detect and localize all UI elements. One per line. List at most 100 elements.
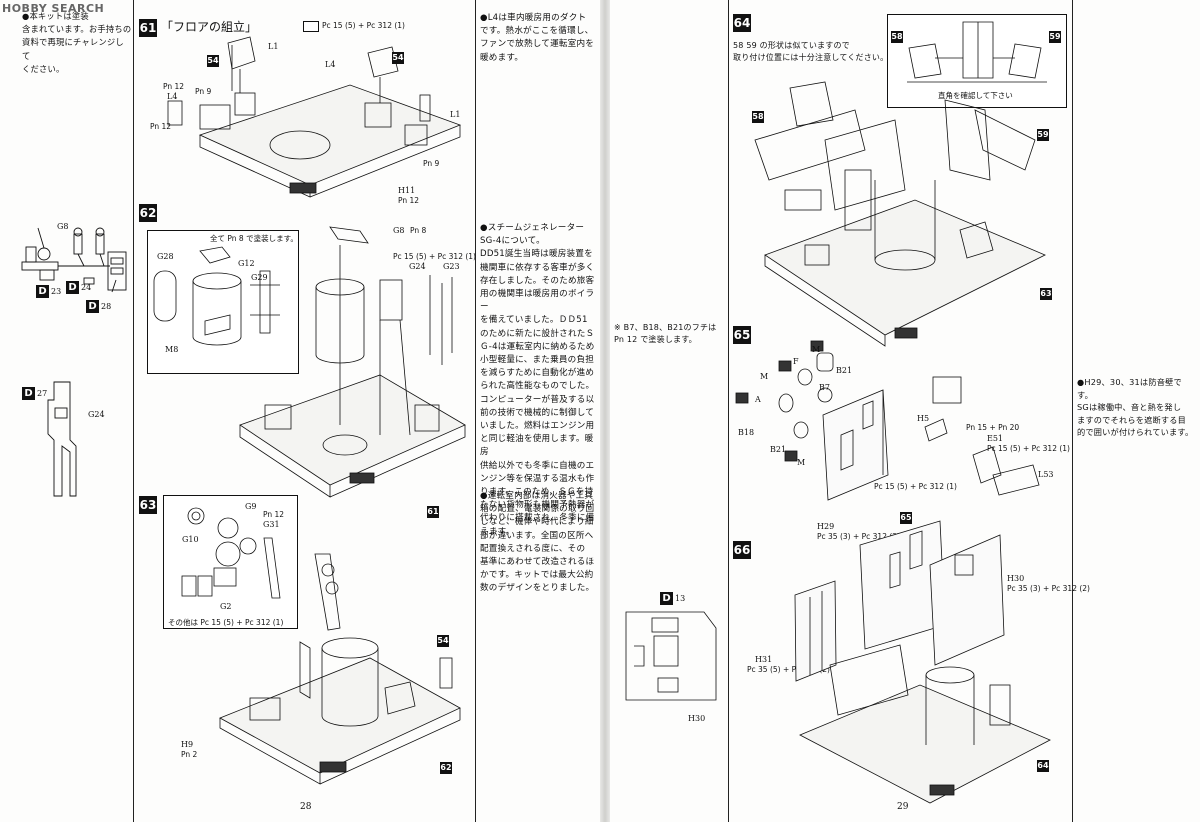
- ref-tag-64: 64: [1037, 760, 1049, 772]
- paint-label: Pc 35 (3) + Pc 312 (2): [817, 532, 900, 541]
- label-g23: G23: [443, 262, 460, 271]
- label-l4: L4: [167, 92, 178, 101]
- column-divider: [475, 0, 476, 822]
- ref-tag-54: 54: [437, 635, 449, 647]
- paint-label: Pn 9: [423, 159, 440, 168]
- alignment-detail-inset: [887, 14, 1067, 108]
- cab-console-assembly-drawing: [754, 81, 1046, 347]
- paint-label: Pn 12: [150, 122, 172, 131]
- part-label-d24: 24: [81, 283, 92, 292]
- h30-wall-drawing: [625, 611, 717, 701]
- label-h9: H9: [181, 740, 194, 749]
- label-g24: G24: [409, 262, 426, 271]
- column-divider: [728, 0, 729, 822]
- label-m8: M8: [165, 345, 179, 354]
- ref-tag-58: 58: [891, 31, 903, 43]
- label-g31: G31: [263, 520, 280, 529]
- label-l53: L53: [1038, 470, 1054, 479]
- label-l1: L1: [268, 42, 279, 51]
- page-number-28: 28: [300, 802, 312, 812]
- d-tag: D: [86, 300, 99, 313]
- part-label-g24: G24: [88, 410, 105, 419]
- label-l1: L1: [450, 110, 461, 119]
- label-g12: G12: [238, 259, 255, 268]
- label-b7: B7: [819, 383, 830, 392]
- label-g28: G28: [157, 252, 174, 261]
- column-divider: [133, 0, 134, 822]
- paint-all-note: 全て Pn 8 で塗装します。: [210, 234, 298, 243]
- label-h11: H11: [398, 186, 416, 195]
- inset-caption: 直角を確認して下さい: [938, 91, 1013, 100]
- watermark: HOBBY SEARCH: [2, 2, 105, 15]
- sg4-detail-inset: [147, 230, 299, 374]
- page-gutter: [600, 0, 610, 822]
- paint-legend-62: Pc 15 (5) + Pc 312 (1): [393, 252, 476, 261]
- step-number-62: 62: [139, 204, 157, 222]
- column-divider: [1072, 0, 1073, 822]
- sg4-floor-assembly-drawing: [239, 226, 466, 498]
- label-b18: B18: [738, 428, 755, 437]
- d-tag: D: [22, 387, 35, 400]
- other-paint-note: その他は Pc 15 (5) + Pc 312 (1): [168, 618, 284, 627]
- paint-label: Pn 9: [195, 87, 212, 96]
- floor-assembly-drawing: [167, 36, 462, 198]
- label-h29: H29: [817, 522, 835, 531]
- label-f: F: [793, 357, 799, 366]
- paint-label: Pc 35 (5) + Pc 312 (2): [747, 665, 830, 674]
- note-cab-interior: ●運転室内部は消火器や工具 箱の配置、電装関係の取り回 しなど、機体や時代により…: [480, 491, 595, 594]
- label-m: M: [760, 372, 769, 381]
- note-frames: ※ B7、B18、B21のフチは Pn 12 で塗装します。: [614, 323, 717, 344]
- note-58-59: 58 59 の形状は似ていますので 取り付け位置には十分注意してください。: [733, 41, 889, 62]
- ref-tag-54: 54: [392, 52, 404, 64]
- ref-tag-58: 58: [752, 111, 764, 123]
- part-label-d13: 13: [675, 594, 686, 603]
- soundproof-wall-assembly-drawing: [794, 520, 1051, 804]
- label-h5: H5: [917, 414, 930, 423]
- paint-label: Pc 15 (5) + Pc 312 (1): [874, 482, 957, 491]
- color-swatch: [303, 21, 319, 32]
- ref-tag-65: 65: [900, 512, 912, 524]
- step-number-66: 66: [733, 541, 751, 559]
- label-m: M: [812, 345, 821, 354]
- d-tag: D: [36, 285, 49, 298]
- sg4-boiler-detail: [153, 246, 280, 346]
- paint-label: Pc 15 (5) + Pc 312 (1): [987, 444, 1070, 453]
- part-label-d23: 23: [51, 287, 62, 296]
- paint-label: Pn 12: [263, 510, 285, 519]
- alignment-detail-drawing: [907, 21, 1047, 83]
- side-wall-door-drawing: [735, 340, 1040, 501]
- label-b21: B21: [770, 445, 787, 454]
- page-number-29: 29: [897, 802, 909, 812]
- ref-tag-59: 59: [1049, 31, 1061, 43]
- ref-tag-59: 59: [1037, 129, 1049, 141]
- note-duct: ●L4は車内暖房用のダクト です。熱水がここを循環し、 ファンで放熱して運転室内…: [480, 13, 595, 63]
- paint-label: Pc 35 (3) + Pc 312 (2): [1007, 584, 1090, 593]
- label-g2: G2: [220, 602, 232, 611]
- g8-assembly-drawing: [21, 227, 127, 293]
- paint-label: Pn 15 + Pn 20: [966, 423, 1020, 432]
- label-m: M: [797, 458, 806, 467]
- step-number-61: 61: [139, 19, 157, 37]
- ref-tag-62: 62: [440, 762, 452, 774]
- note-steam-generator: ●スチームジェネレーター SG-4について。 DD51誕生当時は暖房装置を 機関…: [480, 223, 595, 537]
- step-number-63: 63: [139, 496, 157, 514]
- paint-legend-61: Pc 15 (5) + Pc 312 (1): [322, 21, 405, 30]
- d-tag: D: [66, 281, 79, 294]
- label-g8: G8: [393, 226, 405, 235]
- label-g10: G10: [182, 535, 199, 544]
- paint-label: Pn 12: [398, 196, 420, 205]
- label-h31: H31: [755, 655, 773, 664]
- label-g9: G9: [245, 502, 257, 511]
- gauge-panel-drawing: [181, 507, 281, 599]
- ref-tag-63: 63: [1040, 288, 1052, 300]
- step-number-64: 64: [733, 14, 751, 32]
- label-a: A: [755, 395, 761, 404]
- cab-floor-assembly-drawing: [219, 553, 461, 785]
- page-29: [610, 0, 1200, 822]
- paint-label: Pn 2: [181, 750, 198, 759]
- label-h30: H30: [688, 714, 706, 723]
- left-note: ●本キットは塗装 含まれています。お手持ちの 資料で再現にチャレンジして くださ…: [22, 11, 132, 74]
- step-number-65: 65: [733, 326, 751, 344]
- step-title-61: 「フロアの組立」: [161, 20, 258, 34]
- d-tag: D: [660, 592, 673, 605]
